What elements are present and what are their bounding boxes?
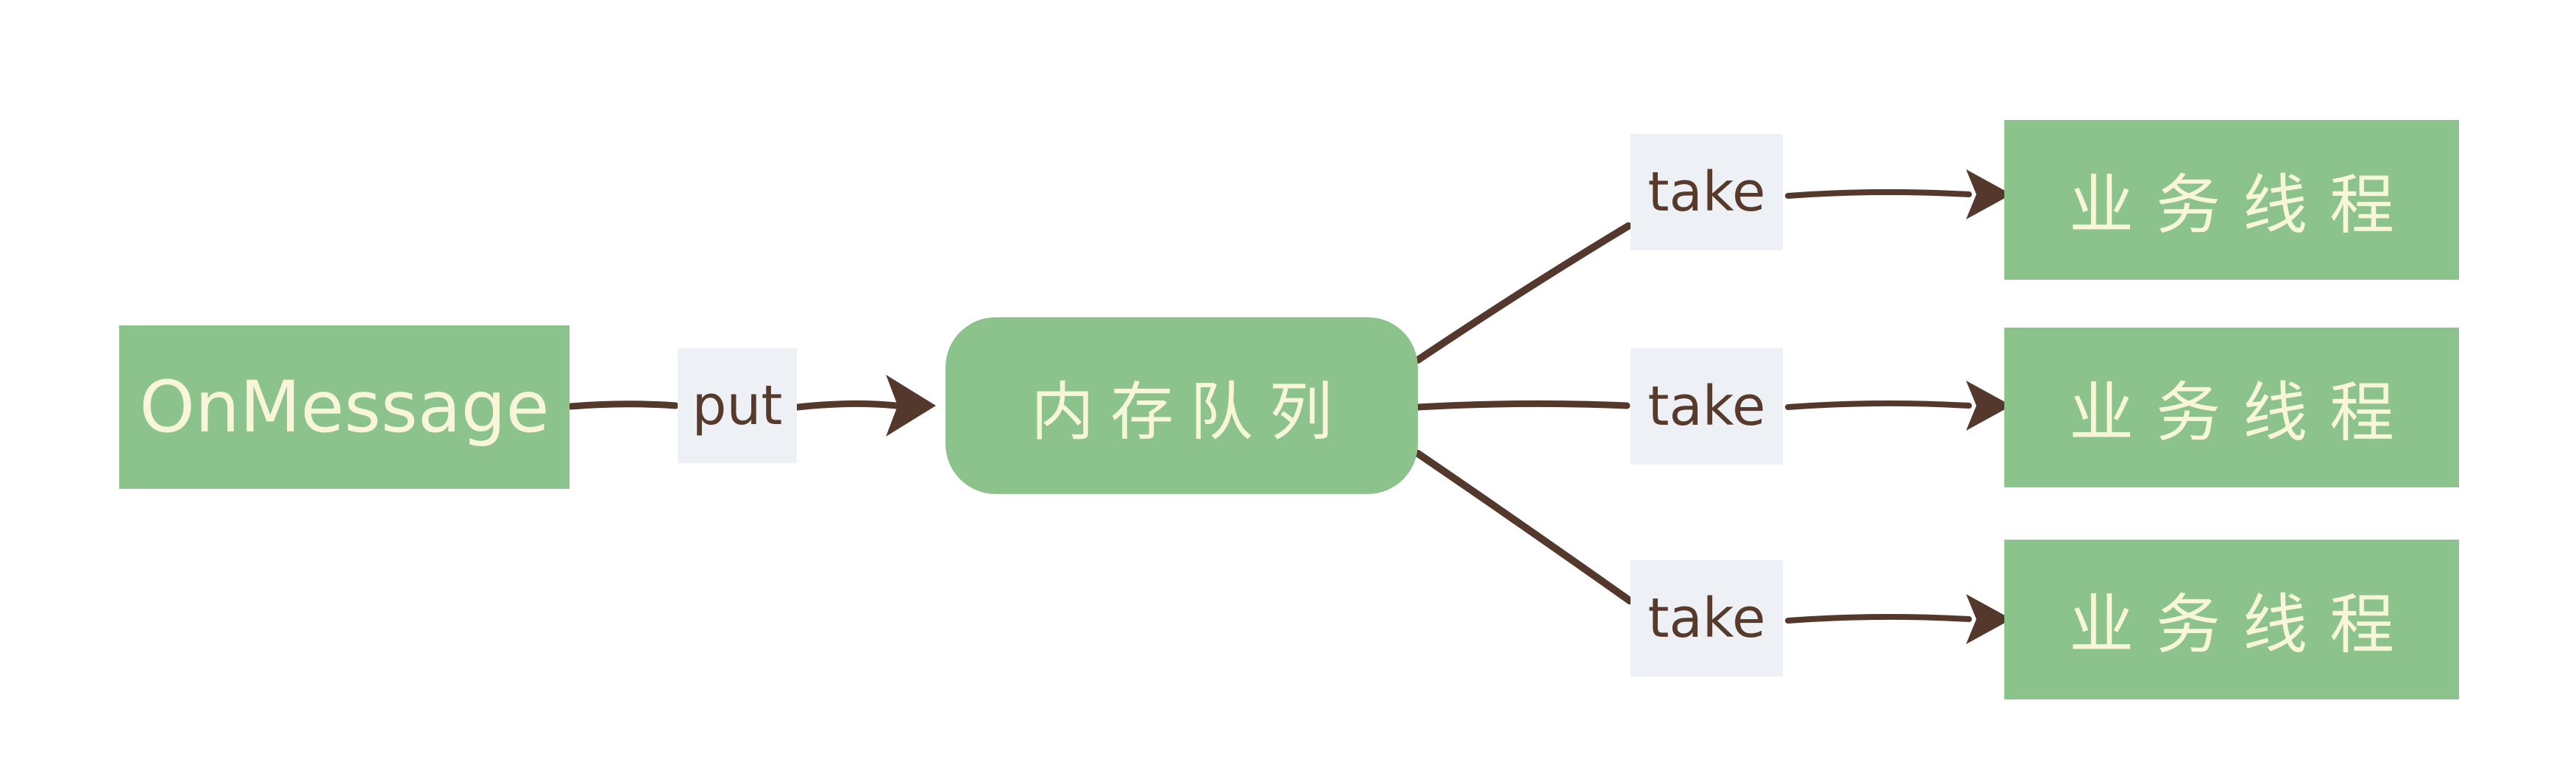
edge-label-take-3: take — [1631, 560, 1783, 677]
node-worker-thread-2: 业务线程 — [2004, 328, 2459, 487]
node-worker-thread-1-label: 业务线程 — [2068, 167, 2416, 243]
edge-queue-to-take3-line — [1414, 450, 1633, 604]
node-memory-queue: 内存队列 — [945, 317, 1418, 494]
edge-take2-to-worker2-line — [1785, 400, 1972, 410]
node-worker-thread-3-label: 业务线程 — [2068, 587, 2416, 663]
edge-queue-to-take1-line — [1414, 222, 1632, 364]
edge-take1-to-worker1-line — [1785, 188, 1972, 199]
node-worker-thread-1: 业务线程 — [2004, 120, 2459, 280]
node-memory-queue-label: 内存队列 — [1031, 375, 1349, 449]
edge-queue-to-take2-line — [1414, 400, 1631, 411]
edge-label-take-2: take — [1631, 348, 1783, 465]
edge-label-take-1: take — [1631, 134, 1783, 250]
edge-label-take-2-text: take — [1647, 375, 1766, 438]
edge-label-put: put — [678, 348, 797, 463]
edge-label-take-1-text: take — [1647, 160, 1766, 224]
edge-label-put-text: put — [692, 374, 783, 437]
node-worker-thread-3: 业务线程 — [2004, 540, 2459, 699]
arrowhead-put-to-queue — [886, 375, 936, 437]
node-onmessage-label: OnMessage — [139, 366, 550, 448]
node-onmessage: OnMessage — [119, 325, 570, 489]
node-worker-thread-2-label: 业务线程 — [2068, 375, 2416, 451]
edge-onmessage-to-put-line — [567, 400, 679, 410]
edge-put-to-queue-line — [794, 400, 900, 411]
edge-label-take-3-text: take — [1647, 587, 1766, 650]
edge-take3-to-worker3-line — [1785, 613, 1972, 624]
